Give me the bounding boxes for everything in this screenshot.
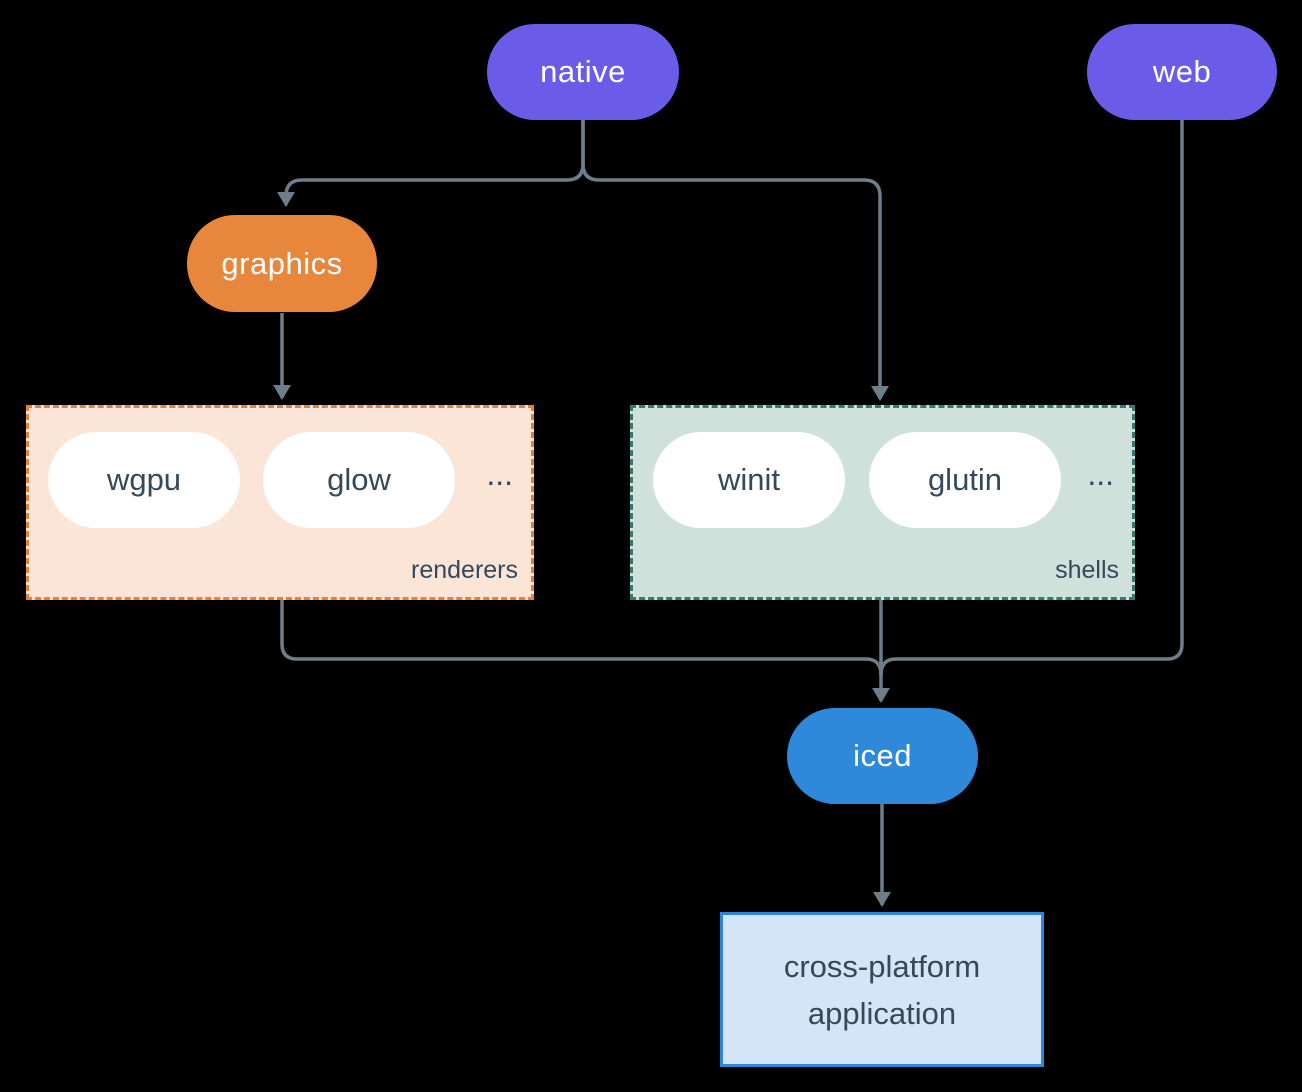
node-native: native [487, 24, 679, 120]
edge-renderers-merge [280, 600, 883, 676]
renderers-ellipsis: ... [486, 456, 513, 492]
renderers-group-label: renderers [411, 556, 518, 584]
shells-group-label: shells [1055, 556, 1119, 584]
edge-native-shells [581, 119, 889, 401]
node-wgpu: wgpu [48, 432, 240, 528]
group-shells: winit glutin ... shells [630, 405, 1135, 600]
application-label-line2: application [807, 995, 957, 1031]
shells-ellipsis: ... [1087, 456, 1114, 492]
node-glutin: glutin [869, 432, 1061, 528]
node-web: web [1087, 24, 1277, 120]
edge-native-graphics [277, 119, 585, 207]
node-iced: iced [787, 708, 978, 804]
application-label-line1: cross-platform [783, 948, 981, 984]
node-cross-platform-application: cross-platform application [720, 912, 1044, 1067]
node-glow: glow [263, 432, 455, 528]
node-winit: winit [653, 432, 845, 528]
node-graphics: graphics [187, 215, 377, 312]
group-renderers: wgpu glow ... renderers [26, 405, 534, 600]
